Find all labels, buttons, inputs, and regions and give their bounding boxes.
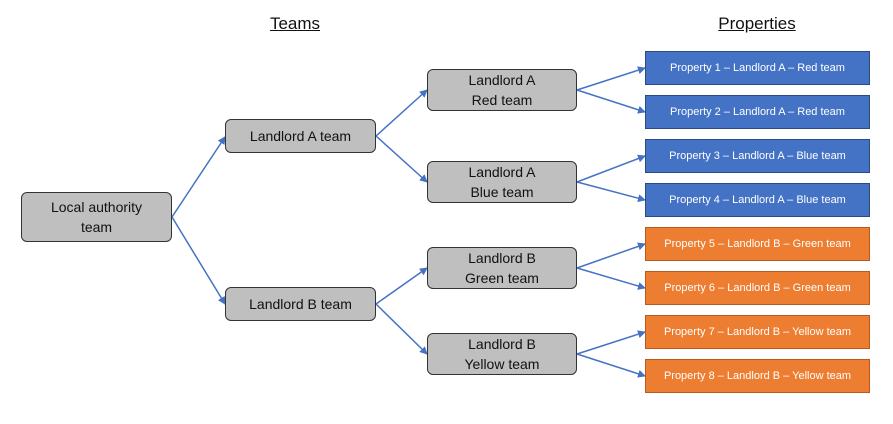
property-1-box: Property 1 – Landlord A – Red team xyxy=(645,51,870,85)
arrow-green-to-property-6 xyxy=(576,267,646,290)
arrow-local-to-landlord-a xyxy=(171,136,226,218)
landlord-a-red-team-label-line-2: Red team xyxy=(471,92,533,108)
landlord-b-green-team-box: Landlord B Green team xyxy=(427,247,577,289)
arrow-yellow-to-property-7 xyxy=(576,330,646,355)
property-7-box: Property 7 – Landlord B – Yellow team xyxy=(645,315,870,349)
local-authority-team-label-line-1: Local authority xyxy=(50,199,143,215)
landlord-b-yellow-team-box: Landlord B Yellow team xyxy=(427,333,577,375)
arrow-yellow-to-property-8 xyxy=(576,353,646,378)
landlord-b-green-team-label-line-1: Landlord B xyxy=(468,250,536,266)
teams-heading: Teams xyxy=(269,14,321,33)
landlord-b-team-box: Landlord B team xyxy=(225,287,376,321)
arrow-landlord-b-to-green xyxy=(375,267,428,305)
property-8-box: Property 8 – Landlord B – Yellow team xyxy=(645,359,870,393)
landlord-a-team-box: Landlord A team xyxy=(225,119,376,153)
arrow-landlord-a-to-blue xyxy=(375,135,428,183)
properties-heading: Properties xyxy=(718,14,796,33)
landlord-b-green-team-label-line-2: Green team xyxy=(465,270,539,286)
landlord-a-blue-team-box: Landlord A Blue team xyxy=(427,161,577,203)
landlord-b-team-label: Landlord B team xyxy=(249,296,352,312)
property-5-box: Property 5 – Landlord B – Green team xyxy=(645,227,870,261)
arrow-landlord-a-to-red xyxy=(375,89,428,137)
landlord-b-yellow-team-label-line-1: Landlord B xyxy=(468,336,536,352)
arrow-blue-to-property-3 xyxy=(576,154,646,183)
landlord-a-blue-team-label-line-1: Landlord A xyxy=(468,164,536,180)
local-authority-team-box: Local authority team xyxy=(21,192,172,242)
arrow-red-to-property-1 xyxy=(576,66,646,91)
landlord-b-yellow-team-label-line-2: Yellow team xyxy=(464,356,540,372)
landlord-a-red-team-box: Landlord A Red team xyxy=(427,69,577,111)
local-authority-team-label-line-2: team xyxy=(80,219,113,235)
landlord-a-red-team-label-line-1: Landlord A xyxy=(468,72,536,88)
property-2-box: Property 2 – Landlord A – Red team xyxy=(645,95,870,129)
arrow-blue-to-property-4 xyxy=(576,181,646,203)
property-3-box: Property 3 – Landlord A – Blue team xyxy=(645,139,870,173)
arrow-landlord-b-to-yellow xyxy=(375,303,428,355)
landlord-a-team-label: Landlord A team xyxy=(249,128,352,144)
arrow-red-to-property-2 xyxy=(576,89,646,114)
arrow-local-to-landlord-b xyxy=(171,216,226,305)
property-4-box: Property 4 – Landlord A – Blue team xyxy=(645,183,870,217)
property-6-box: Property 6 – Landlord B – Green team xyxy=(645,271,870,305)
arrow-green-to-property-5 xyxy=(576,242,646,269)
landlord-a-blue-team-label-line-2: Blue team xyxy=(470,184,534,200)
